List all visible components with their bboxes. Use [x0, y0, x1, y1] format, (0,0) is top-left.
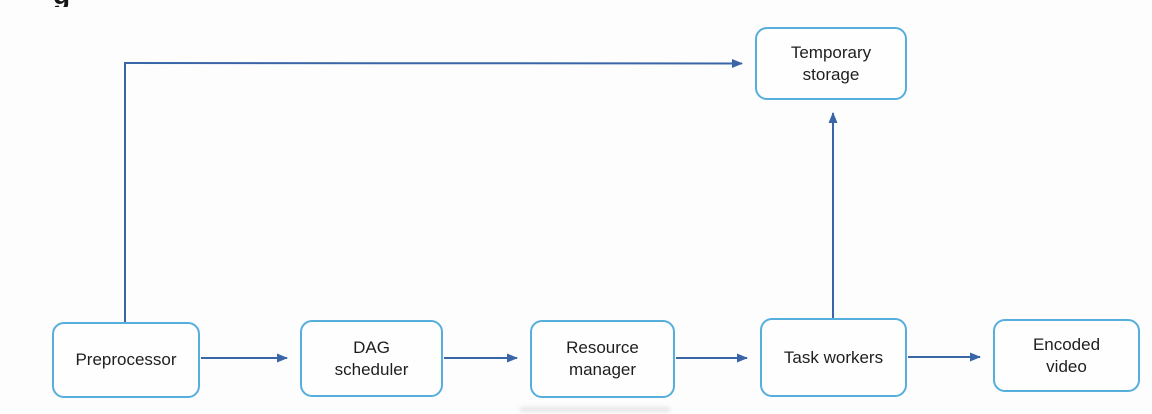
node-temporary-storage: Temporary storage [755, 27, 907, 100]
cutoff-caption-artifact [520, 407, 670, 412]
edge-preprocessor-to-temporary-storage [124, 58, 743, 322]
node-dag-scheduler: DAG scheduler [300, 320, 443, 397]
node-resource-manager: Resource manager [530, 320, 675, 398]
node-preprocessor: Preprocessor [52, 322, 200, 398]
cutoff-text-artifact: g [53, 0, 77, 7]
node-encoded-video: Encoded video [993, 319, 1140, 392]
node-task-workers: Task workers [760, 318, 907, 397]
cutoff-glyph-char: g [53, 0, 77, 7]
